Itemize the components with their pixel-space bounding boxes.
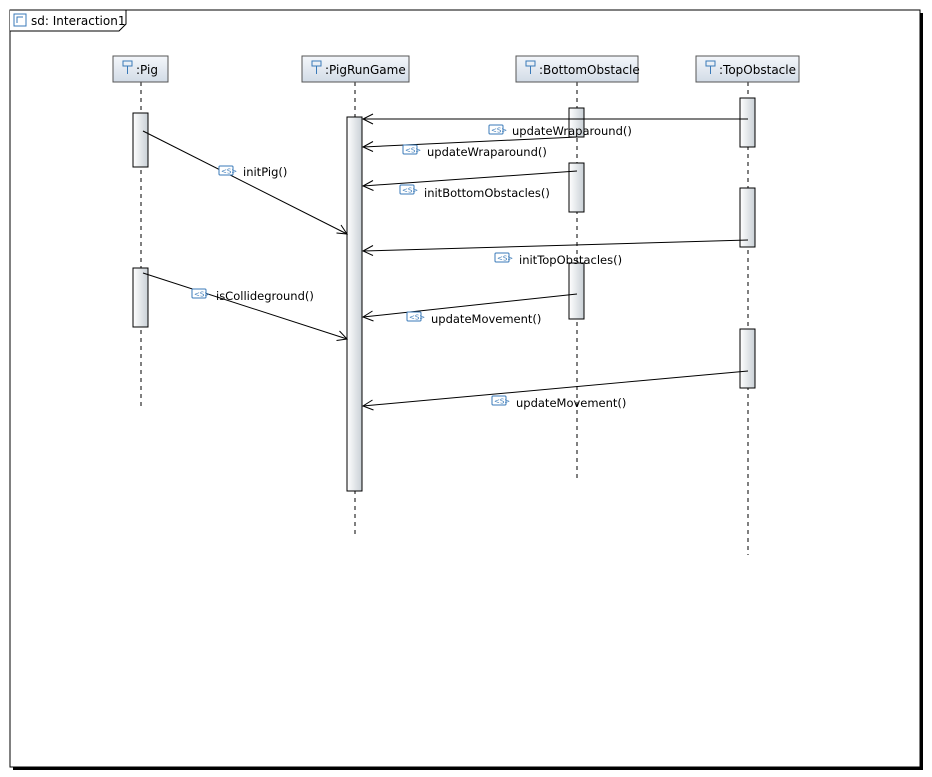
message-arrow-line — [362, 136, 578, 148]
svg-text:<S>: <S> — [402, 187, 418, 195]
lifeline-game-head[interactable] — [301, 55, 410, 83]
activation-bar — [132, 267, 149, 328]
signal-icon: <S> — [402, 144, 421, 155]
activation-bar — [739, 328, 756, 389]
lifeline-top-label: :TopObstacle — [719, 63, 796, 77]
lifeline-game-label: :PigRunGame — [325, 63, 406, 77]
arrowhead-icon — [361, 245, 374, 256]
activation-bar — [568, 262, 585, 320]
message-arrow-line — [362, 293, 578, 318]
signal-icon: <S> — [491, 395, 510, 406]
frame-title: sd: Interaction1 — [31, 14, 125, 28]
message-label: initPig() — [243, 165, 287, 179]
lifeline-bottom-head[interactable] — [515, 55, 639, 83]
activation-bar — [346, 116, 363, 492]
message-update-movement-top[interactable]: <S> updateMovement() — [361, 370, 749, 411]
lifeline-icon — [122, 60, 133, 74]
interaction-icon — [13, 13, 27, 27]
lifeline-pig-label: :Pig — [136, 63, 158, 77]
message-init-top-obstacles[interactable]: <S> initTopObstacles() — [361, 239, 749, 267]
lifeline-pig[interactable]: :Pig — [112, 55, 169, 408]
svg-text:<S>: <S> — [405, 147, 421, 155]
activation-bar — [739, 97, 756, 148]
arrowhead-icon — [336, 224, 348, 235]
lifeline-pig-head[interactable] — [112, 55, 169, 83]
svg-text:<S>: <S> — [221, 168, 237, 176]
activation-bar — [132, 112, 149, 168]
svg-text:<S>: <S> — [497, 255, 513, 263]
arrowhead-icon — [336, 330, 349, 341]
message-label: updateMovement() — [431, 312, 541, 326]
lifeline-top[interactable]: :TopObstacle — [695, 55, 800, 555]
arrowhead-icon — [361, 399, 374, 411]
frame-border — [9, 9, 921, 768]
activation-bar — [739, 187, 756, 248]
message-label: updateWraparound() — [427, 145, 547, 159]
message-arrow-line — [142, 272, 348, 340]
message-label: initBottomObstacles() — [424, 186, 550, 200]
interaction-frame: sd: Interaction1 — [9, 9, 923, 770]
message-label: updateWraparound() — [512, 124, 632, 138]
message-arrow-line — [362, 170, 578, 187]
lifeline-icon — [705, 60, 716, 74]
message-init-pig[interactable]: <S> initPig() — [142, 130, 348, 235]
svg-text:<S>: <S> — [491, 127, 507, 135]
message-label: updateMovement() — [516, 396, 626, 410]
lifeline-icon — [525, 60, 536, 74]
signal-icon: <S> — [406, 311, 425, 322]
message-is-collideground[interactable]: <S> isCollideground() — [142, 272, 349, 341]
activation-bar — [568, 162, 585, 213]
svg-text:<S>: <S> — [409, 314, 425, 322]
lifeline-game[interactable]: :PigRunGame — [301, 55, 410, 538]
svg-text:<S>: <S> — [194, 291, 210, 299]
arrowhead-icon — [361, 180, 374, 191]
message-update-wraparound-top[interactable]: <S> updateWraparound() — [361, 113, 748, 138]
lifeline-bottom-label: :BottomObstacle — [539, 63, 640, 77]
arrowhead-icon — [361, 141, 374, 152]
signal-icon: <S> — [399, 184, 418, 195]
lifeline-bottom[interactable]: :BottomObstacle — [515, 55, 640, 478]
signal-icon: <S> — [494, 252, 513, 263]
message-arrow-line — [362, 239, 749, 252]
arrowhead-icon — [361, 310, 374, 322]
signal-icon: <S> — [191, 288, 210, 299]
message-arrow-line — [142, 130, 348, 235]
lifeline-top-head[interactable] — [695, 55, 800, 83]
message-update-wraparound-bottom[interactable]: <S> updateWraparound() — [361, 136, 578, 159]
message-arrow-line — [362, 370, 749, 407]
signal-icon: <S> — [488, 124, 507, 135]
arrowhead-icon — [361, 113, 374, 125]
svg-text:<S>: <S> — [494, 398, 510, 406]
signal-icon: <S> — [218, 165, 237, 176]
message-init-bottom-obstacles[interactable]: <S> initBottomObstacles() — [361, 170, 578, 200]
lifeline-icon — [311, 60, 322, 74]
message-update-movement-bottom[interactable]: <S> updateMovement() — [361, 293, 578, 326]
frame-tab — [10, 9, 127, 32]
message-label: initTopObstacles() — [519, 253, 622, 267]
message-label: isCollideground() — [216, 289, 314, 303]
